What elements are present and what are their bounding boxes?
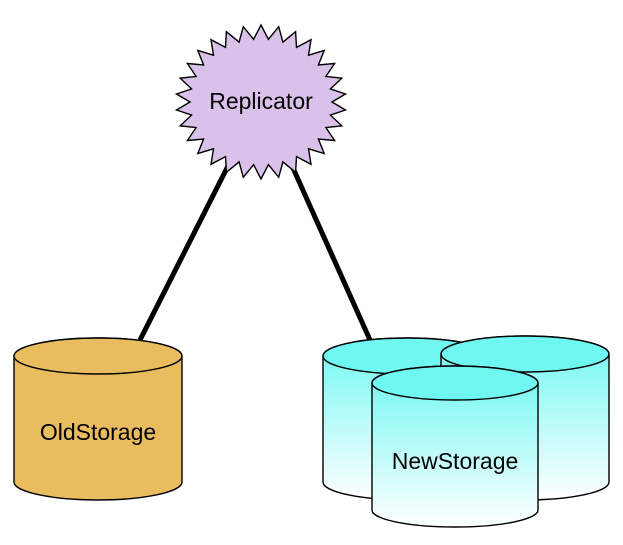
replicator-label: Replicator <box>209 88 313 114</box>
replicator-node: Replicator <box>174 23 348 181</box>
new-storage-cylinder-front <box>371 365 539 528</box>
edge-replicator-oldstorage <box>137 164 231 342</box>
old-storage-top <box>13 337 183 375</box>
old-storage-label: OldStorage <box>40 419 156 445</box>
new-storage-label: NewStorage <box>392 448 519 474</box>
old-storage-node: OldStorage <box>13 337 183 501</box>
new-storage-node: NewStorage <box>322 335 610 528</box>
edge-replicator-newstorage <box>290 166 373 342</box>
starburst-shape <box>174 23 348 181</box>
